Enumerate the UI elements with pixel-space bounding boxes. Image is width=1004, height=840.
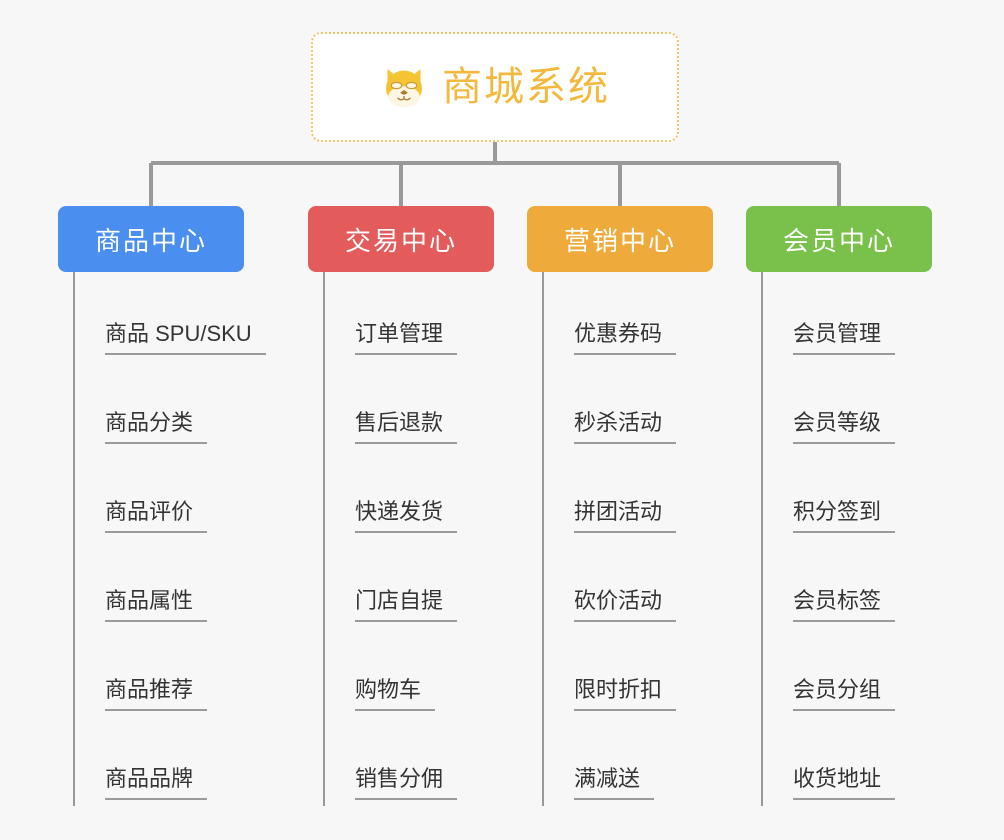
- leaf-item[interactable]: 优惠券码: [544, 272, 713, 361]
- category-header-3[interactable]: 会员中心: [746, 206, 932, 272]
- leaf-item[interactable]: 销售分佣: [325, 717, 494, 806]
- leaf-label: 会员管理: [793, 321, 896, 355]
- leaf-label: 限时折扣: [574, 677, 677, 711]
- leaf-item[interactable]: 商品分类: [75, 361, 244, 450]
- leaf-label: 售后退款: [355, 410, 458, 444]
- category-header-0[interactable]: 商品中心: [58, 206, 244, 272]
- leaf-item[interactable]: 会员分组: [763, 628, 932, 717]
- leaf-label: 收货地址: [793, 766, 896, 800]
- leaf-item[interactable]: 拼团活动: [544, 450, 713, 539]
- leaf-label: 积分签到: [793, 499, 896, 533]
- leaf-list-0: 商品 SPU/SKU 商品分类 商品评价 商品属性 商品推荐 商品品牌: [73, 272, 266, 806]
- leaf-item[interactable]: 会员标签: [763, 539, 932, 628]
- leaf-label: 购物车: [355, 677, 436, 711]
- leaf-item[interactable]: 会员管理: [763, 272, 932, 361]
- leaf-item[interactable]: 收货地址: [763, 717, 932, 806]
- leaf-label: 门店自提: [355, 588, 458, 622]
- leaf-item[interactable]: 售后退款: [325, 361, 494, 450]
- leaf-label: 快递发货: [355, 499, 458, 533]
- root-node[interactable]: 商城系统: [311, 32, 679, 142]
- leaf-item[interactable]: 砍价活动: [544, 539, 713, 628]
- leaf-item[interactable]: 商品 SPU/SKU: [75, 272, 266, 361]
- leaf-label: 商品评价: [105, 499, 208, 533]
- leaf-item[interactable]: 购物车: [325, 628, 494, 717]
- leaf-list-1: 订单管理 售后退款 快递发货 门店自提 购物车 销售分佣: [323, 272, 494, 806]
- leaf-item[interactable]: 商品品牌: [75, 717, 244, 806]
- leaf-item[interactable]: 商品属性: [75, 539, 244, 628]
- category-column-0: 商品中心 商品 SPU/SKU 商品分类 商品评价 商品属性 商品推荐 商品品牌: [58, 206, 266, 806]
- category-header-2[interactable]: 营销中心: [527, 206, 713, 272]
- leaf-item[interactable]: 商品推荐: [75, 628, 244, 717]
- leaf-item[interactable]: 商品评价: [75, 450, 244, 539]
- leaf-label: 商品推荐: [105, 677, 208, 711]
- leaf-label: 商品品牌: [105, 766, 208, 800]
- leaf-item[interactable]: 积分签到: [763, 450, 932, 539]
- leaf-label: 会员标签: [793, 588, 896, 622]
- category-column-3: 会员中心 会员管理 会员等级 积分签到 会员标签 会员分组 收货地址: [746, 206, 932, 806]
- dog-face-icon: [386, 69, 422, 108]
- category-column-2: 营销中心 优惠券码 秒杀活动 拼团活动 砍价活动 限时折扣 满减送: [527, 206, 713, 806]
- category-header-1[interactable]: 交易中心: [308, 206, 494, 272]
- leaf-item[interactable]: 秒杀活动: [544, 361, 713, 450]
- leaf-label: 拼团活动: [574, 499, 677, 533]
- leaf-item[interactable]: 会员等级: [763, 361, 932, 450]
- leaf-label: 订单管理: [355, 321, 458, 355]
- leaf-list-2: 优惠券码 秒杀活动 拼团活动 砍价活动 限时折扣 满减送: [542, 272, 713, 806]
- leaf-label: 秒杀活动: [574, 410, 677, 444]
- leaf-item[interactable]: 门店自提: [325, 539, 494, 628]
- leaf-list-3: 会员管理 会员等级 积分签到 会员标签 会员分组 收货地址: [761, 272, 932, 806]
- leaf-label: 商品 SPU/SKU: [105, 321, 266, 355]
- leaf-label: 满减送: [574, 766, 655, 800]
- leaf-label: 砍价活动: [574, 588, 677, 622]
- leaf-label: 会员分组: [793, 677, 896, 711]
- leaf-item[interactable]: 快递发货: [325, 450, 494, 539]
- leaf-label: 优惠券码: [574, 321, 677, 355]
- leaf-item[interactable]: 订单管理: [325, 272, 494, 361]
- category-column-1: 交易中心 订单管理 售后退款 快递发货 门店自提 购物车 销售分佣: [308, 206, 494, 806]
- leaf-label: 会员等级: [793, 410, 896, 444]
- leaf-label: 商品分类: [105, 410, 208, 444]
- leaf-item[interactable]: 满减送: [544, 717, 713, 806]
- leaf-label: 商品属性: [105, 588, 208, 622]
- root-title: 商城系统: [442, 65, 610, 109]
- leaf-label: 销售分佣: [355, 766, 458, 800]
- leaf-item[interactable]: 限时折扣: [544, 628, 713, 717]
